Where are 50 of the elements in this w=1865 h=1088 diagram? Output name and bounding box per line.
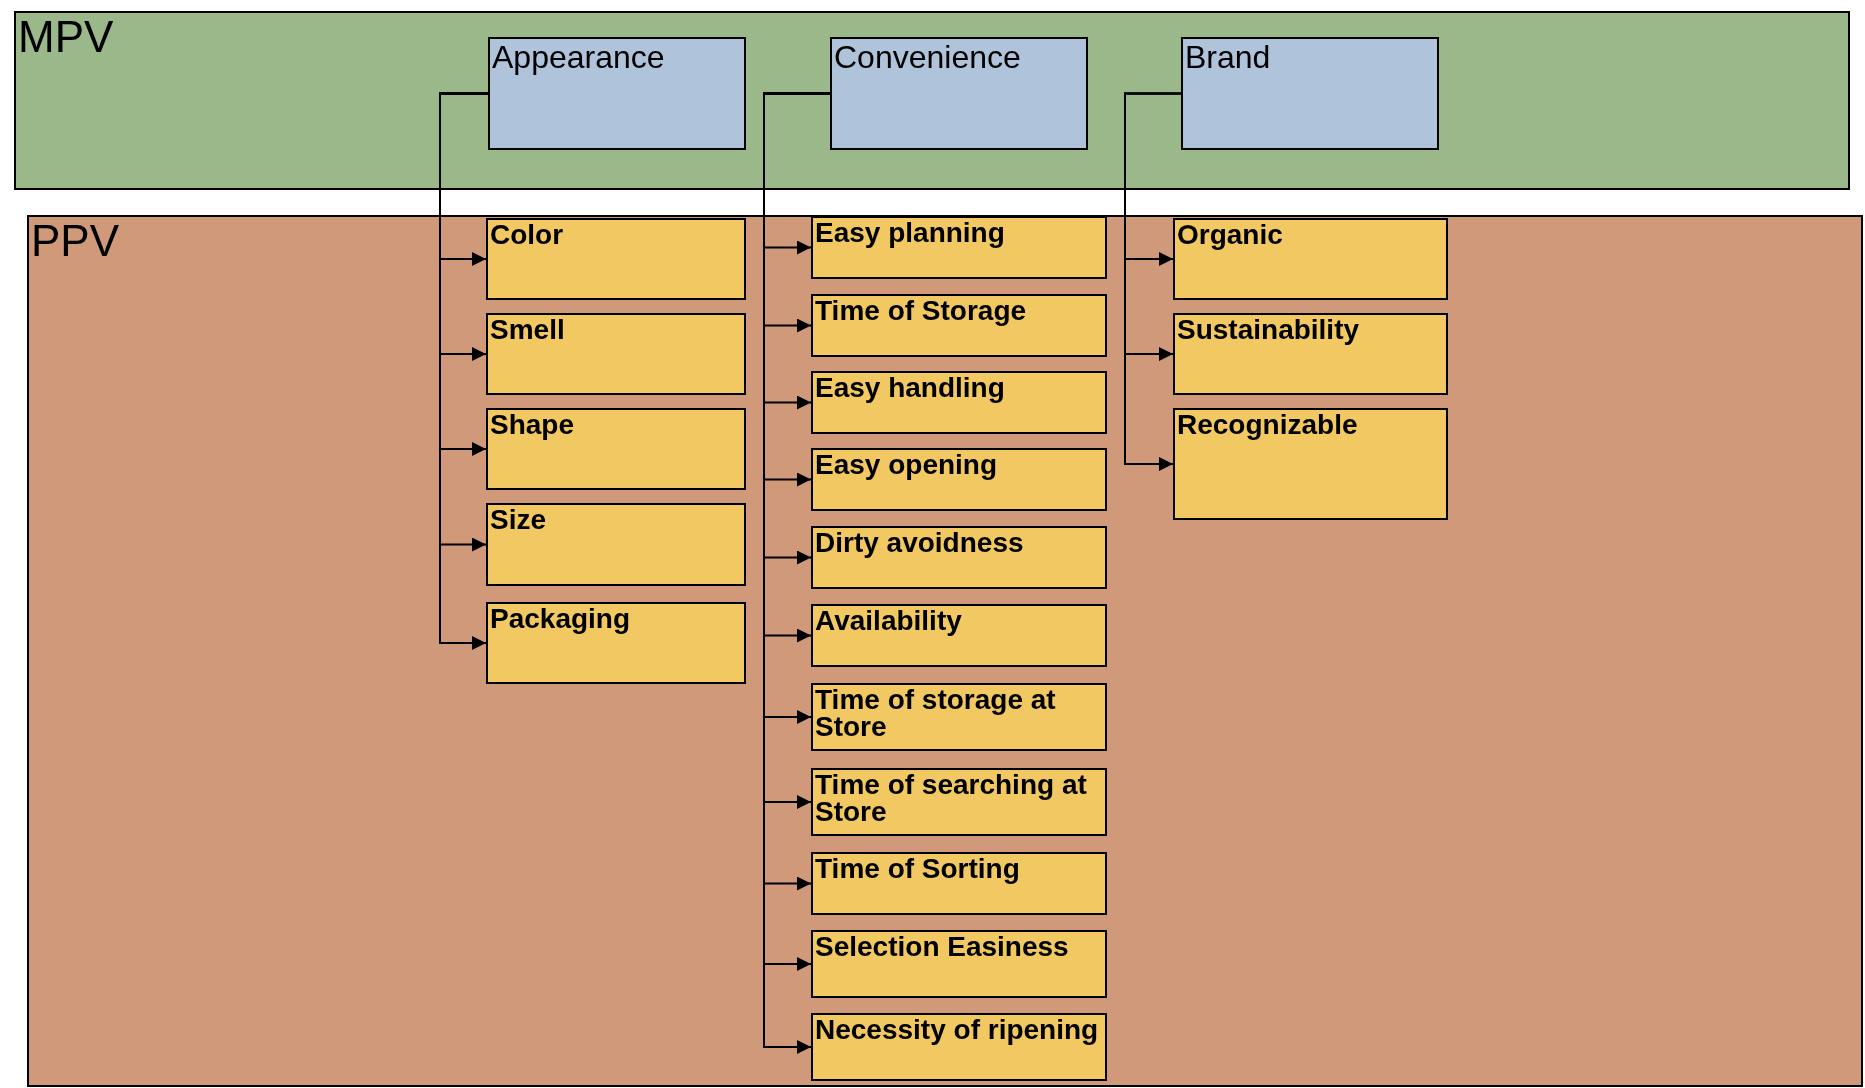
- category-box: [1181, 37, 1439, 150]
- box-label: Recognizable: [1177, 412, 1358, 439]
- box-label: Easy opening: [815, 452, 998, 479]
- box-label: Convenience: [834, 41, 1021, 73]
- attribute-box: [486, 408, 746, 490]
- box-label: Necessity of ripening: [815, 1017, 1099, 1044]
- box-label: Color: [490, 222, 564, 249]
- attribute-box: [811, 371, 1107, 434]
- attribute-box: [486, 313, 746, 395]
- box-label: Time of Storage: [815, 298, 1027, 325]
- box-label: Sustainability: [1177, 317, 1360, 344]
- band-title: MPV: [18, 15, 114, 59]
- arrow: [1124, 92, 1182, 471]
- attribute-box: [811, 683, 1107, 751]
- attribute-box: [811, 604, 1107, 667]
- box-label: Smell: [490, 317, 565, 344]
- attribute-box: [811, 526, 1107, 589]
- box-label: Brand: [1185, 41, 1271, 73]
- box-label: Packaging: [490, 606, 631, 633]
- attribute-box: [811, 852, 1107, 915]
- attribute-box: [811, 930, 1107, 998]
- box-label: Appearance: [492, 41, 665, 73]
- group-band: [14, 11, 1850, 190]
- attribute-box: [811, 216, 1107, 279]
- box-label: Size: [490, 507, 547, 534]
- attribute-box: [811, 1013, 1107, 1081]
- box-label: Easy planning: [815, 220, 1005, 247]
- group-band: [27, 215, 1863, 1087]
- box-label: Selection Easiness: [815, 934, 1069, 961]
- attribute-box: [1173, 218, 1448, 300]
- attribute-box: [1173, 408, 1448, 520]
- box-label: Availability: [815, 608, 962, 635]
- box-label: Shape: [490, 412, 575, 439]
- attribute-box: [811, 448, 1107, 511]
- box-label: Organic: [1177, 222, 1283, 249]
- box-label: Time of Sorting: [815, 856, 1020, 883]
- box-label: Time of searching at Store: [815, 772, 1088, 826]
- category-box: [830, 37, 1088, 150]
- attribute-box: [486, 602, 746, 684]
- box-label: Time of storage at Store: [815, 687, 1057, 741]
- band-title: PPV: [31, 219, 120, 263]
- box-label: Dirty avoidness: [815, 530, 1024, 557]
- attribute-box: [1173, 313, 1448, 395]
- attribute-box: [486, 503, 746, 586]
- attribute-box: [486, 218, 746, 300]
- attribute-box: [811, 294, 1107, 357]
- box-label: Easy handling: [815, 375, 1005, 402]
- attribute-box: [811, 768, 1107, 836]
- category-box: [488, 37, 746, 150]
- arrow: [439, 92, 489, 650]
